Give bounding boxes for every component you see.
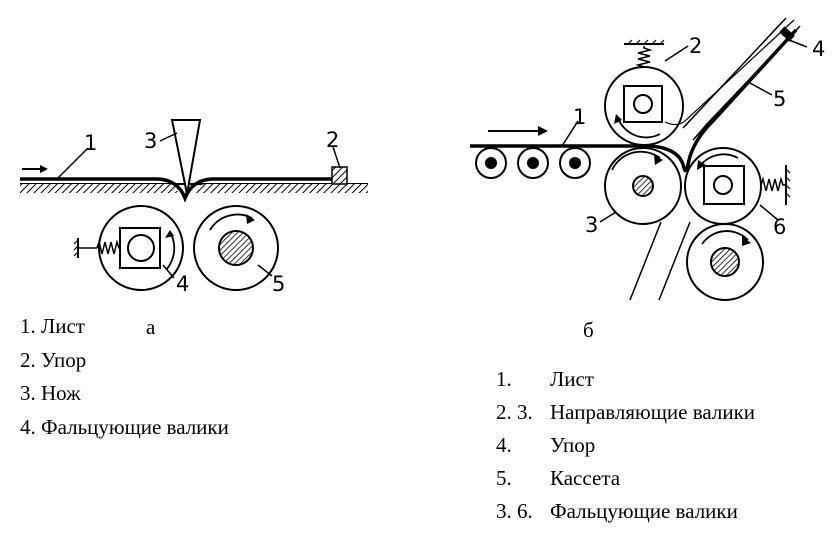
legend-b-num: 2. 3. <box>496 400 533 424</box>
callout-3-b: 3 <box>585 213 598 237</box>
callout-5-a: 5 <box>272 272 285 296</box>
sheet-b <box>470 28 798 173</box>
legend-b-item: 4. Упор <box>475 412 595 478</box>
legend-b-item: 2. 3. Направляющие валики <box>475 379 755 445</box>
legend-a-item: 4. Фальцующие валики <box>20 415 229 439</box>
legend-b-text: Упор <box>550 433 596 457</box>
feed-arrow-b <box>488 126 548 136</box>
callout-4-a: 4 <box>176 272 189 296</box>
bottom-roller-b <box>686 223 764 301</box>
knife-folding-diagram: 1 2 3 4 5 <box>20 119 368 296</box>
folding-roller-5-a <box>193 205 279 291</box>
callout-6-b: 6 <box>773 215 786 239</box>
callout-5-b: 5 <box>773 87 786 111</box>
cassette-b <box>664 17 801 141</box>
caption-b: б <box>583 318 594 342</box>
legend-b-text: Кассета <box>550 466 621 490</box>
callout-1-b: 1 <box>573 105 586 129</box>
callout-4-b: 4 <box>812 37 825 61</box>
legend-b-item: 3. 6. Фальцующие валики <box>475 478 738 544</box>
legend-b-num: 4. <box>496 433 512 457</box>
legend-b-text: Направляющие валики <box>550 400 756 424</box>
legend-b-num: 5. <box>496 466 512 490</box>
legend-b-num: 3. 6. <box>496 499 533 523</box>
caption-a: а <box>146 315 156 339</box>
legend-a-item: 2. Упор <box>20 348 87 372</box>
legend-a-item: 1. Лист <box>20 314 85 338</box>
legend-b-item: 1. Лист <box>475 346 594 412</box>
folding-diagrams: 1 2 3 4 5 <box>20 17 825 301</box>
callout-2-b: 2 <box>689 34 702 58</box>
buckle-folding-diagram: 1 2 3 4 5 6 <box>470 17 825 301</box>
exit-guide-left-b <box>629 221 662 301</box>
feed-rollers-b <box>475 147 591 179</box>
folding-roller-4-a <box>73 205 184 291</box>
legend-a-item: 3. Нож <box>20 381 81 405</box>
guide-roller-2-b <box>604 39 684 146</box>
table-plate-a <box>20 183 368 193</box>
folding-roller-6-b <box>684 147 791 225</box>
legend-b-item: 5. Кассета <box>475 445 620 511</box>
stop-a <box>331 166 348 185</box>
knife-a <box>170 119 202 195</box>
callout-2-a: 2 <box>326 128 339 152</box>
sheet-a <box>20 177 334 203</box>
guide-folding-roller-3-b <box>604 147 682 225</box>
callout-3-a: 3 <box>144 129 157 153</box>
feed-arrow-a <box>22 165 48 173</box>
legend-b-text: Фальцующие валики <box>550 499 738 523</box>
exit-guide-right-b <box>658 221 691 301</box>
legend-b-text: Лист <box>550 367 594 391</box>
callout-1-a: 1 <box>84 131 97 155</box>
legend-b-num: 1. <box>496 367 512 391</box>
